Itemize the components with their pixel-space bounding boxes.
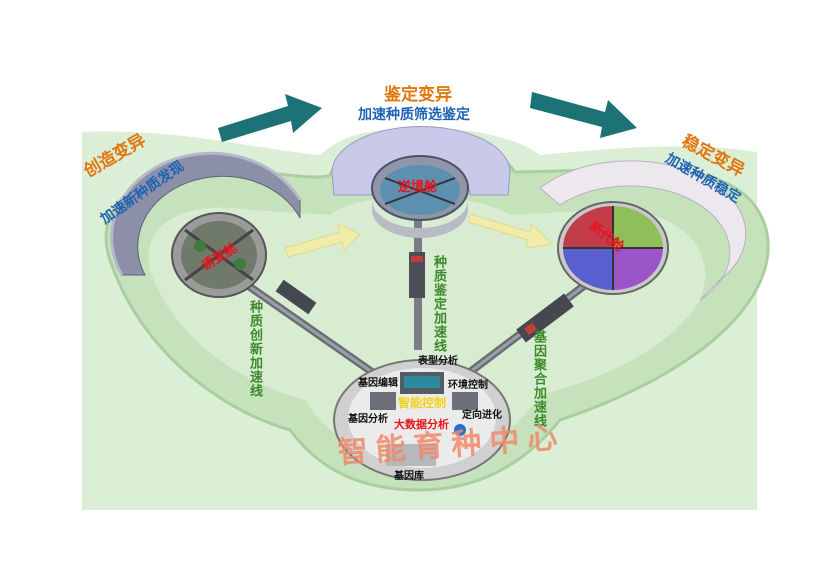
line-right-text: 基因聚合加速线 <box>531 330 546 428</box>
hub-module-gene-bank: 基因库 <box>394 471 424 482</box>
hub-module-phenotype: 表型分析 <box>418 356 458 367</box>
teal-arrow-right <box>530 92 637 138</box>
line-right-label: 基因聚合加速线 <box>531 330 546 428</box>
hub-module-gene-edit: 基因编辑 <box>358 378 398 389</box>
stage-top-subtitle: 加速种质筛选鉴定 <box>358 107 470 123</box>
teal-arrow-left <box>218 94 322 142</box>
hub-control-label: 智能控制 <box>398 396 447 410</box>
stage-top-title: 鉴定变异 <box>384 85 452 105</box>
line-left-label: 种质创新加速线 <box>247 300 262 398</box>
hub-module-directed-evolution: 定向进化 <box>462 410 502 421</box>
line-center-text: 种质鉴定加速线 <box>431 255 446 353</box>
yellow-arrow-right <box>467 213 554 249</box>
accelerator-line-center <box>409 220 425 350</box>
pod-top-label: 逆境舱 <box>398 180 438 195</box>
pod-right <box>539 160 747 301</box>
hub-module-gene-analysis: 基因分析 <box>348 414 388 425</box>
yellow-arrow-left <box>284 223 361 258</box>
hub-big-data-label: 大数据分析 <box>394 418 449 431</box>
line-left-text: 种质创新加速线 <box>247 300 262 398</box>
line-center-label: 种质鉴定加速线 <box>431 255 446 353</box>
accelerator-line-left <box>237 276 375 376</box>
pod-top <box>331 125 511 238</box>
hub-module-env-control: 环境控制 <box>448 380 488 391</box>
pod-left <box>110 151 302 298</box>
central-hub <box>333 359 511 481</box>
